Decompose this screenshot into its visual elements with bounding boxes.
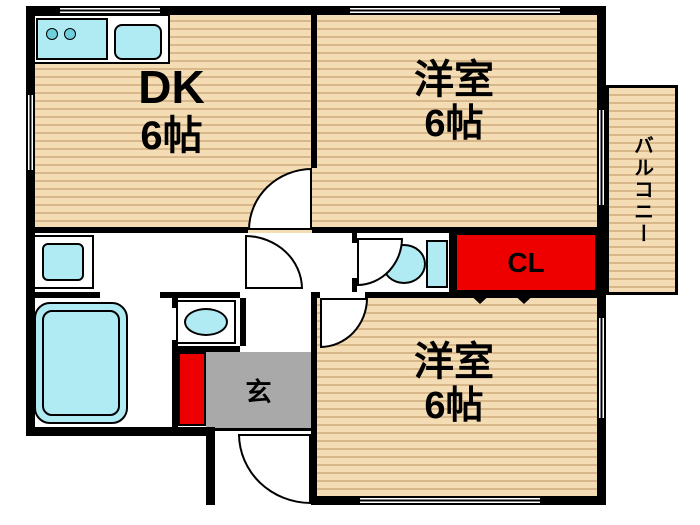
wall-segment xyxy=(172,298,178,308)
wall-segment xyxy=(206,427,215,505)
window-balcony-lower xyxy=(597,318,606,418)
room-western-bottom-floor xyxy=(311,298,606,505)
window-top-right xyxy=(350,6,560,15)
window-top-left xyxy=(60,6,160,15)
room-western-top-label-group: 洋室 6帖 xyxy=(311,58,597,145)
burner-icon xyxy=(64,28,76,40)
window-balcony-upper xyxy=(597,110,606,205)
wall-segment xyxy=(160,292,240,298)
wall-segment xyxy=(26,227,248,233)
balcony-label: バルコニー xyxy=(630,135,653,245)
door-toilet-arc xyxy=(357,238,403,286)
shoe-cabinet xyxy=(178,352,206,426)
wall-segment xyxy=(352,278,357,292)
door-entrance-arc xyxy=(238,434,311,504)
room-western-top-floor xyxy=(311,6,606,233)
closet-cl: CL xyxy=(455,233,597,292)
wall-segment xyxy=(26,427,215,436)
burner-icon xyxy=(46,28,58,40)
wall-segment xyxy=(26,6,35,436)
wall-segment xyxy=(172,340,178,436)
closet-label: CL xyxy=(507,246,545,278)
room-dk-label: DK xyxy=(138,61,205,113)
wall-segment xyxy=(312,227,606,233)
genkan-label: 玄 xyxy=(245,376,272,407)
kitchen-sink-icon xyxy=(114,24,162,60)
room-dk-label-group: DK 6帖 xyxy=(26,61,317,158)
entrance-threshold xyxy=(215,428,311,431)
room-dk-size: 6帖 xyxy=(140,113,203,158)
washbasin-icon xyxy=(42,243,84,281)
wall-segment xyxy=(597,6,606,505)
wall-segment xyxy=(311,6,317,168)
balcony: バルコニー xyxy=(606,85,678,295)
window-left xyxy=(26,95,35,170)
genkan-floor: 玄 xyxy=(206,352,311,428)
room-western-top-label: 洋室 xyxy=(414,58,494,102)
stove-icon xyxy=(36,18,108,60)
vanity-sink-icon xyxy=(184,308,228,336)
room-western-bottom-label-group: 洋室 6帖 xyxy=(311,340,597,427)
room-western-bottom-label: 洋室 xyxy=(414,340,494,384)
toilet-tank-icon xyxy=(426,240,448,288)
window-bottom xyxy=(360,496,540,505)
wall-segment xyxy=(352,233,357,243)
room-western-top-size: 6帖 xyxy=(424,102,484,145)
wall-segment xyxy=(365,292,606,298)
bathtub-inner-line xyxy=(42,310,120,416)
wall-segment xyxy=(240,298,246,346)
wall-segment xyxy=(449,233,455,292)
wall-segment xyxy=(311,292,317,505)
room-western-bottom-size: 6帖 xyxy=(424,384,484,427)
wall-segment xyxy=(26,292,100,298)
wall-segment xyxy=(172,346,240,352)
bathtub-icon xyxy=(34,302,128,424)
